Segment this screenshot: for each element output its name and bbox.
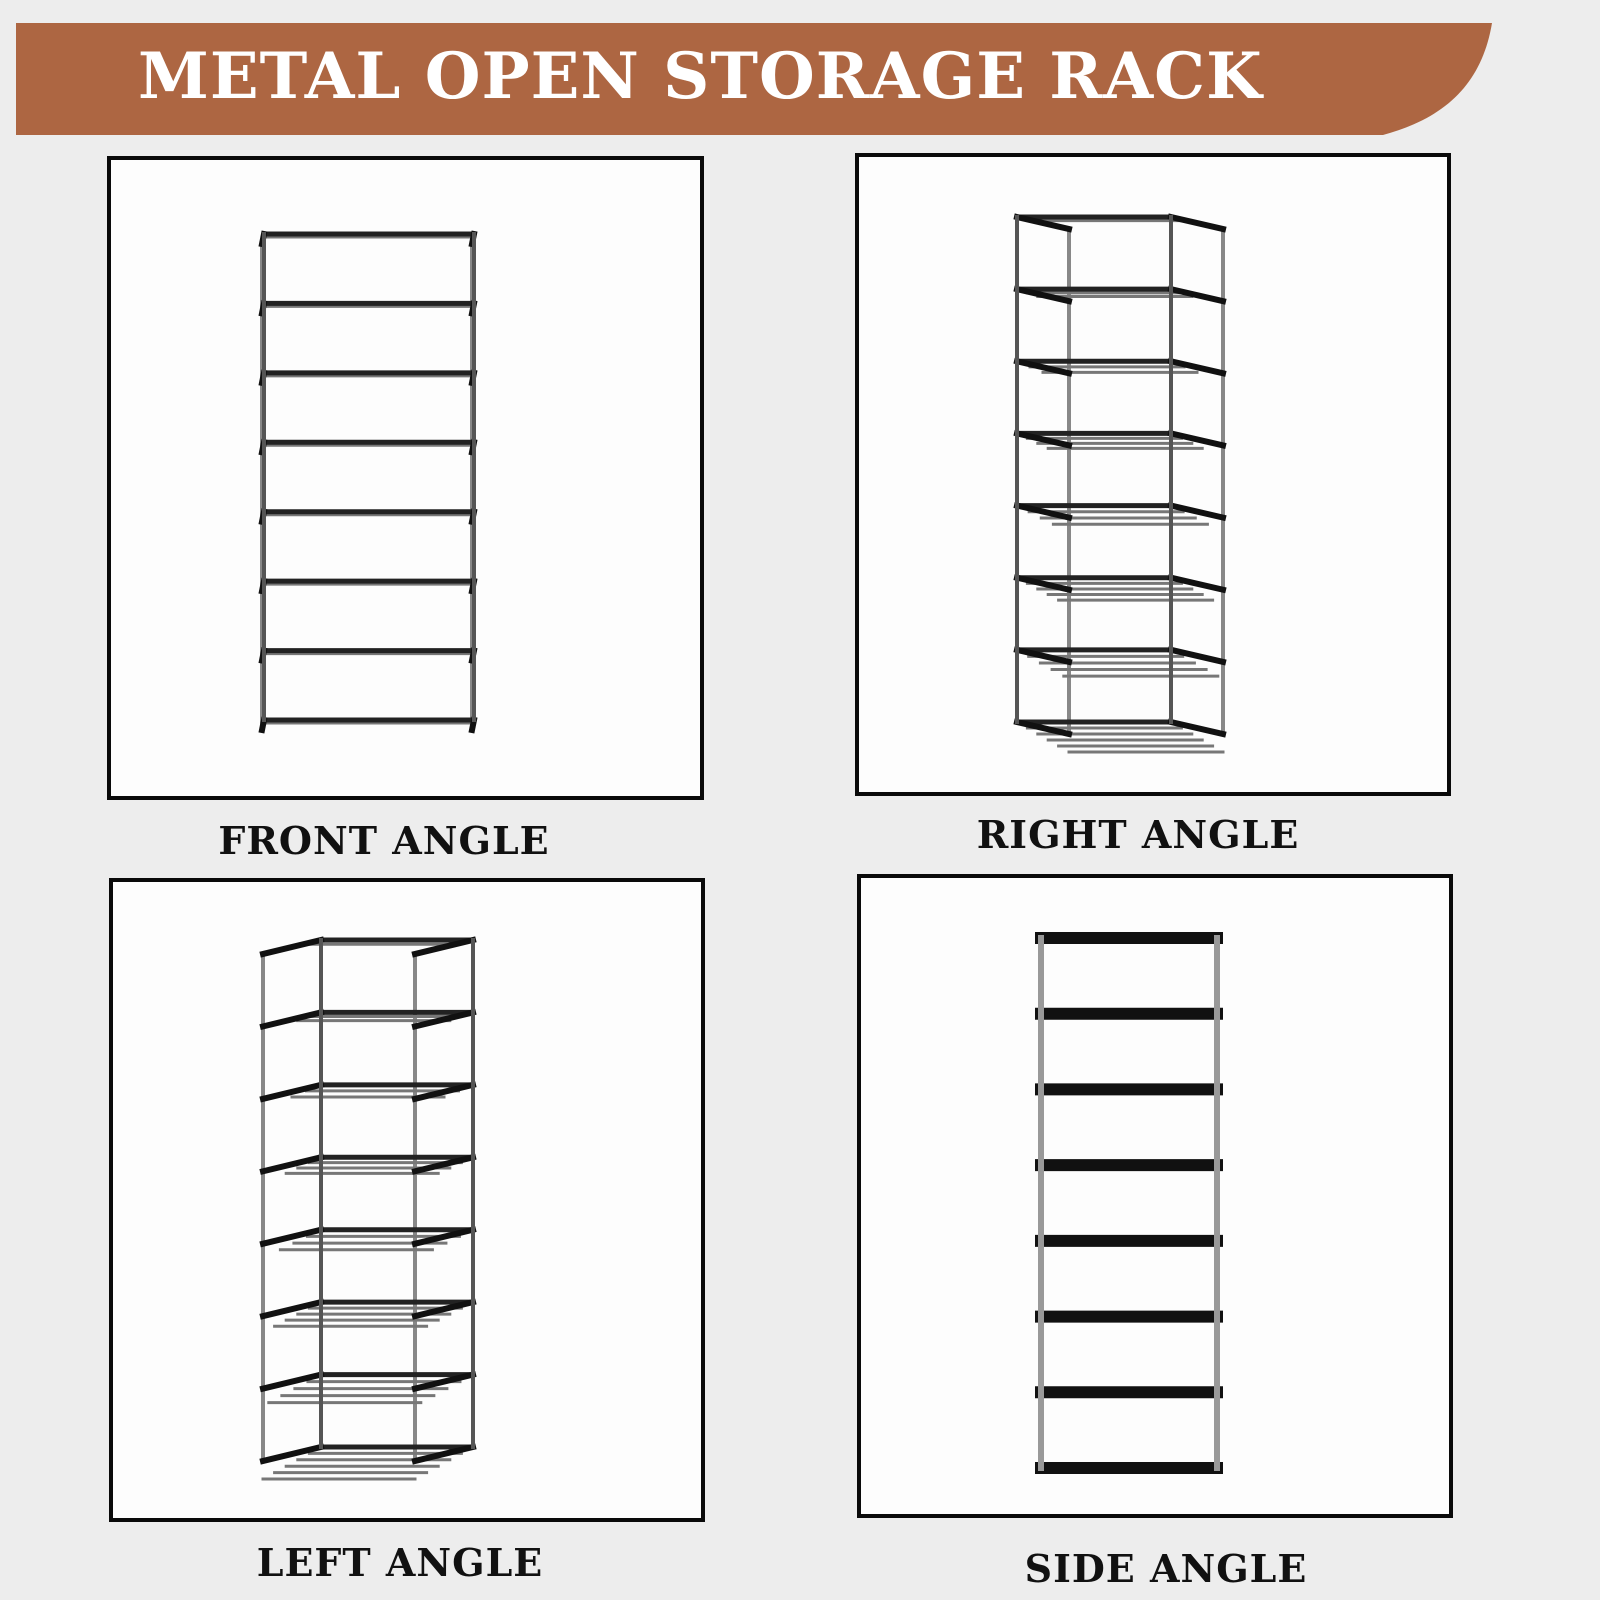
right-angle-label: RIGHT ANGLE xyxy=(976,812,1300,857)
rack-left-drawing xyxy=(259,936,477,1481)
shelf-side-bracket xyxy=(1013,429,1073,450)
shelf-side-bracket xyxy=(1013,357,1073,377)
shelf-side-bracket xyxy=(259,1008,325,1031)
shelf-side-bracket xyxy=(411,1370,477,1393)
banner-shape xyxy=(16,23,1492,135)
left-angle-image xyxy=(109,878,705,1522)
side-angle-image xyxy=(857,874,1453,1518)
shelf-side-bracket xyxy=(1167,357,1227,377)
banner-title: METAL OPEN STORAGE RACK xyxy=(138,39,1263,114)
shelf-side-bracket xyxy=(1167,646,1227,666)
shelf-side-bracket xyxy=(411,1443,477,1465)
shelf-side-bracket xyxy=(411,936,477,958)
shelf-side-bracket xyxy=(1013,285,1073,305)
shelf-side-bracket xyxy=(259,1153,325,1175)
shelf-side-bracket xyxy=(259,936,325,958)
shelf-side-bracket xyxy=(1013,574,1073,594)
shelf-side-bracket xyxy=(1167,213,1227,233)
shelf-side-bracket xyxy=(1013,646,1073,666)
front-angle-label: FRONT ANGLE xyxy=(218,818,550,863)
shelf-side-bracket xyxy=(411,1226,477,1248)
shelf-side-bracket xyxy=(259,1081,325,1103)
right-angle-image xyxy=(855,153,1451,796)
shelf-side-bracket xyxy=(1167,574,1227,594)
side-angle-label: SIDE ANGLE xyxy=(1024,1546,1308,1591)
shelf-side-bracket xyxy=(259,1443,325,1465)
shelf-side-bracket xyxy=(259,1370,325,1393)
rack-front-drawing xyxy=(258,230,478,734)
shelf-side-bracket xyxy=(1167,285,1227,305)
shelf-side-bracket xyxy=(259,1298,325,1320)
title-banner: METAL OPEN STORAGE RACK xyxy=(16,23,1492,135)
shelf-side-bracket xyxy=(1167,718,1227,738)
shelf-side-bracket xyxy=(411,1298,477,1320)
shelf-side-bracket xyxy=(1167,429,1227,450)
shelf-side-bracket xyxy=(1167,501,1227,522)
shelf-side-bracket xyxy=(1013,718,1073,738)
shelf-side-bracket xyxy=(411,1153,477,1175)
front-angle-image xyxy=(107,156,704,800)
rack-right-drawing xyxy=(1013,213,1227,754)
rack-side-drawing xyxy=(1035,932,1223,1474)
shelf-side-bracket xyxy=(1013,501,1073,522)
shelf-side-bracket xyxy=(1013,213,1073,233)
left-angle-label: LEFT ANGLE xyxy=(256,1540,544,1585)
shelf-side-bracket xyxy=(411,1081,477,1103)
shelf-side-bracket xyxy=(259,1226,325,1248)
shelf-side-bracket xyxy=(411,1008,477,1031)
